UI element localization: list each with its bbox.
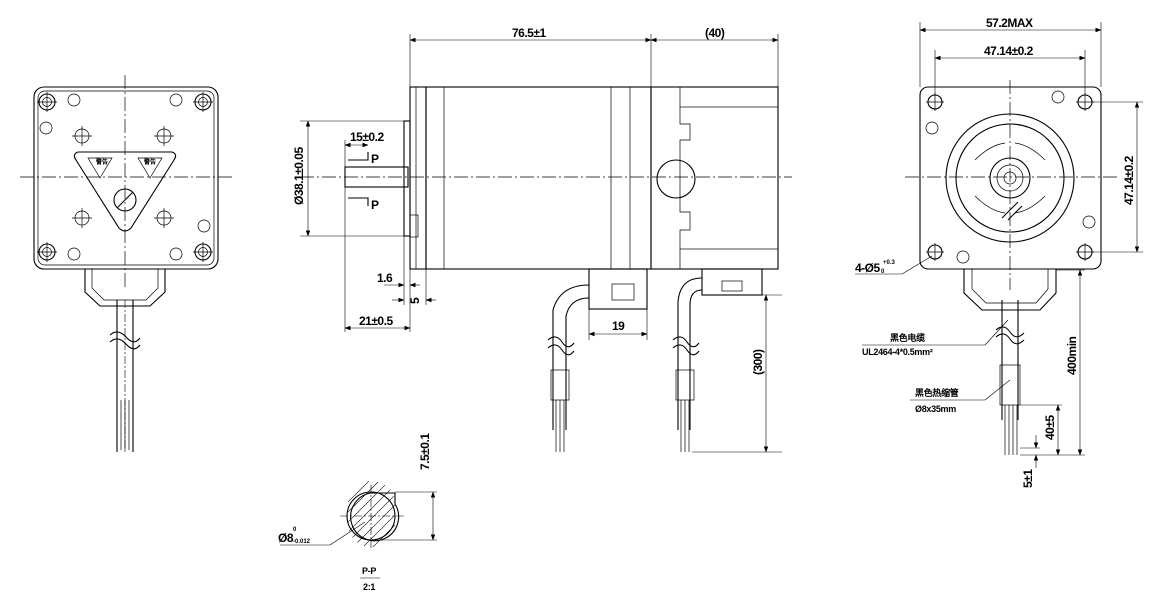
screw-icons [72, 126, 174, 228]
warning-label-icon: 警告 警告 [73, 151, 177, 232]
section-hatch-icon [348, 480, 395, 548]
dim-wire-tip: 5±1 [1021, 469, 1035, 488]
section-marker-bottom: P [371, 198, 379, 212]
dim-section-tol-upper: 0 [293, 527, 297, 533]
section-title: P-P [362, 566, 376, 576]
dim-hole-tol: +0.3 [883, 260, 896, 266]
section-marker-top: P [371, 152, 379, 166]
rear-hole-tl-icon [926, 93, 944, 111]
rear-view: 57.2MAX 47.14±0.2 47.14±0.2 4-Ø5 +0.3 0 … [855, 16, 1143, 488]
front-view: 警告 警告 [20, 75, 232, 452]
rear-hole-bl-icon [926, 243, 944, 261]
dim-hole-tol-low: 0 [881, 269, 885, 275]
dim-cable-length-rear: 400min [1065, 336, 1079, 375]
dim-bolt-spacing-top: 47.14±0.2 [984, 44, 1034, 58]
sleeve-color-label: 黑色热缩管 [915, 387, 959, 398]
mount-hole-tr-icon [193, 92, 213, 112]
dim-shaft-length: 21±0.5 [359, 314, 393, 328]
dim-pilot-diameter: Ø38.1±0.05 [292, 147, 306, 205]
dim-encoder-length: (40) [705, 26, 725, 40]
sleeve-spec-label: Ø8x35mm [915, 404, 956, 414]
dim-section-tol-lower: -0.012 [293, 539, 311, 545]
dim-cable-length-side: (300) [751, 349, 765, 375]
rear-hole-tr-icon [1076, 93, 1094, 111]
mount-hole-tl-icon [37, 92, 57, 112]
dim-hole-spec: 4-Ø5 [855, 261, 881, 275]
dim-wire-strip: 40±5 [1043, 415, 1057, 440]
dim-overall-width: 57.2MAX [986, 16, 1033, 30]
mount-hole-br-icon [193, 242, 213, 262]
dim-section-flat: 7.5±0.1 [418, 433, 432, 470]
cable-color-label: 黑色电缆 [890, 332, 925, 343]
dim-body-length: 76.5±1 [512, 26, 546, 40]
wire-ends-rear-icon [1004, 405, 1018, 455]
side-view: 76.5±1 (40) Ø38.1±0.05 15±0.2 P P 1.6 5 … [292, 26, 792, 453]
dim-shaft-flat: 15±0.2 [350, 130, 384, 144]
mount-hole-bl-icon [37, 242, 57, 262]
encoder-disc-icon [945, 113, 1075, 243]
svg-text:警告: 警告 [95, 158, 108, 166]
section-view: 7.5±0.1 Ø8 0 -0.012 P-P 2:1 [278, 433, 437, 592]
dim-flange-thickness: 1.6 [377, 271, 393, 285]
section-scale: 2:1 [363, 582, 375, 592]
dim-section-diameter: Ø8 [278, 531, 294, 545]
dim-bolt-spacing-side: 47.14±0.2 [1122, 155, 1136, 205]
dim-connector-width: 19 [612, 319, 625, 333]
svg-text:警告: 警告 [143, 158, 156, 166]
wire-ends-icon [120, 400, 130, 450]
rear-hole-br-icon [1076, 243, 1094, 261]
dim-boss-height: 5 [408, 297, 422, 304]
wire-ends-side-icon [555, 400, 690, 452]
cable-spec-label: UL2464-4*0.5mm² [862, 347, 933, 357]
